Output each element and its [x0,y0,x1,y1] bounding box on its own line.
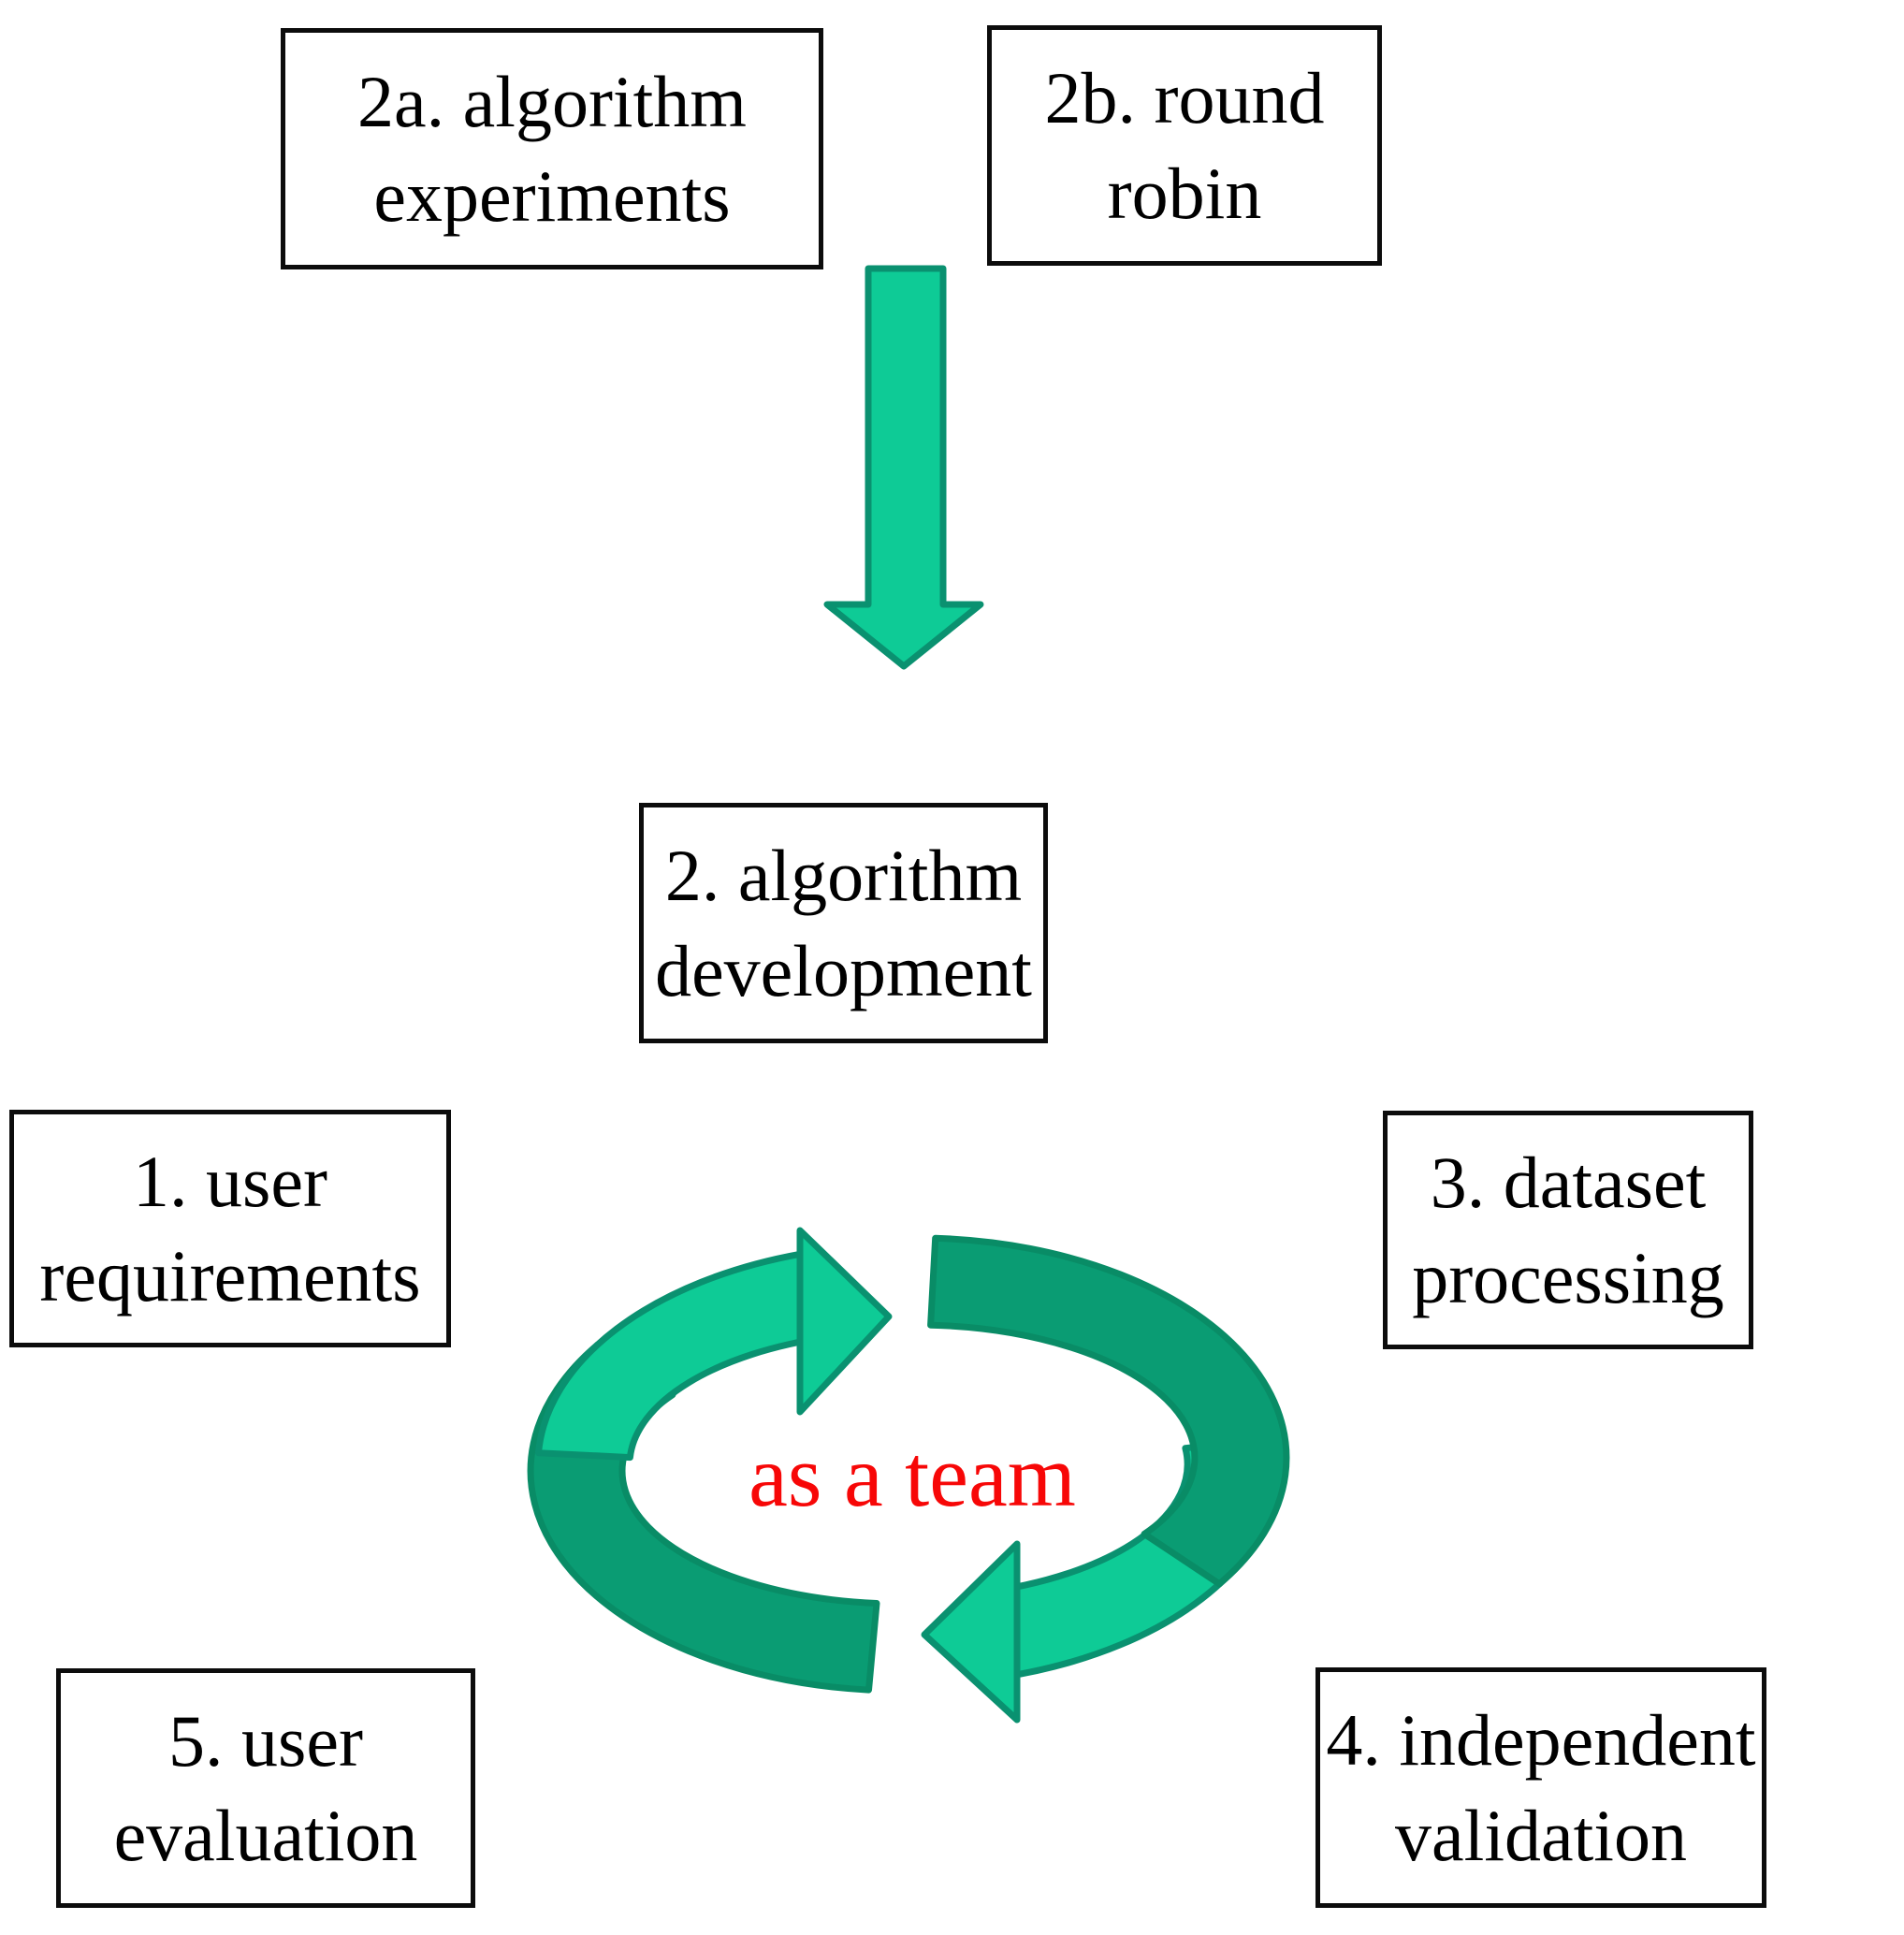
cycle-dark-top-right-arc [927,1234,1290,1588]
box-2a-algorithm-experiments: 2a. algorithm experiments [281,28,823,269]
box-2b-line2: robin [1107,152,1262,234]
down-arrow-icon [823,265,984,670]
box-5-line2: evaluation [113,1795,418,1876]
box-2a-line1: 2a. algorithm [357,60,747,142]
box-5-line1: 5. user [168,1699,363,1782]
box-2-line2: development [655,929,1032,1011]
box-4-independent-validation: 4. independent validation [1315,1667,1766,1908]
box-2b-round-robin: 2b. round robin [987,25,1382,266]
box-2-line1: 2. algorithm [664,835,1023,917]
box-2-algorithm-development: 2. algorithm development [639,803,1048,1043]
box-3-line1: 3. dataset [1430,1142,1707,1224]
box-1-line2: requirements [39,1235,421,1317]
cycle-top-arrowhead-icon [796,1227,893,1416]
box-4-line2: validation [1395,1794,1687,1876]
box-2a-line2: experiments [373,155,731,237]
as-a-team-label: as a team [749,1428,1076,1525]
box-3-line2: processing [1412,1236,1724,1318]
box-4-line1: 4. independent [1326,1699,1756,1782]
box-2b-line1: 2b. round [1044,57,1325,139]
box-1-user-requirements: 1. user requirements [9,1110,451,1347]
box-3-dataset-processing: 3. dataset processing [1383,1111,1753,1349]
box-1-line1: 1. user [133,1140,327,1222]
cycle-bottom-arrowhead-icon [921,1540,1021,1724]
box-5-user-evaluation: 5. user evaluation [56,1668,475,1908]
